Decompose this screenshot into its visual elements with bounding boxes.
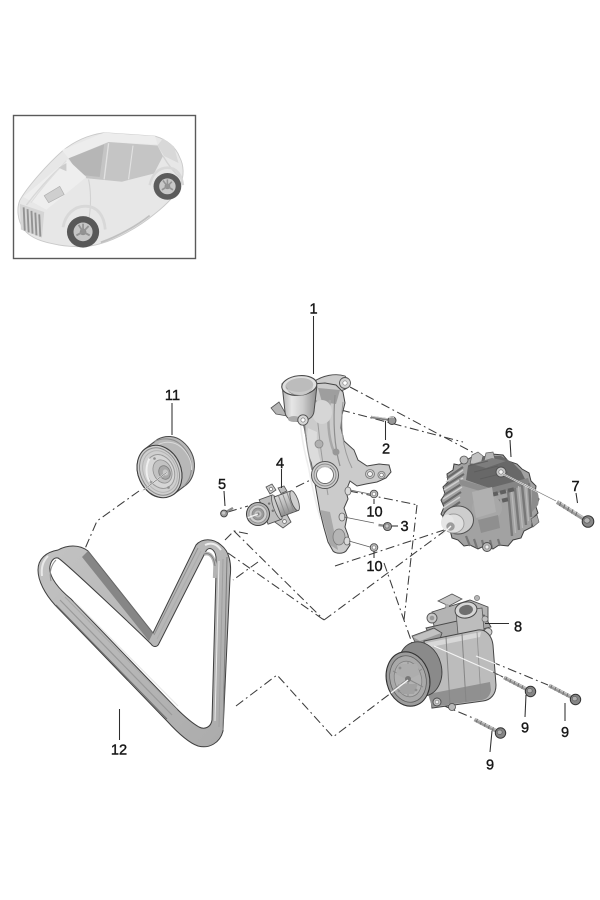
svg-text:4: 4 [276,456,284,472]
svg-text:5: 5 [218,477,226,493]
svg-text:11: 11 [165,388,180,404]
svg-text:12: 12 [111,743,127,759]
svg-text:8: 8 [514,620,522,636]
svg-text:9: 9 [486,758,494,774]
svg-text:1: 1 [309,302,317,318]
svg-text:2: 2 [382,442,390,458]
svg-text:10: 10 [366,505,382,521]
svg-text:10: 10 [366,559,382,575]
svg-text:7: 7 [571,479,579,495]
svg-text:6: 6 [505,426,513,442]
svg-text:9: 9 [561,725,569,741]
svg-text:9: 9 [521,721,529,737]
svg-text:3: 3 [400,519,408,535]
